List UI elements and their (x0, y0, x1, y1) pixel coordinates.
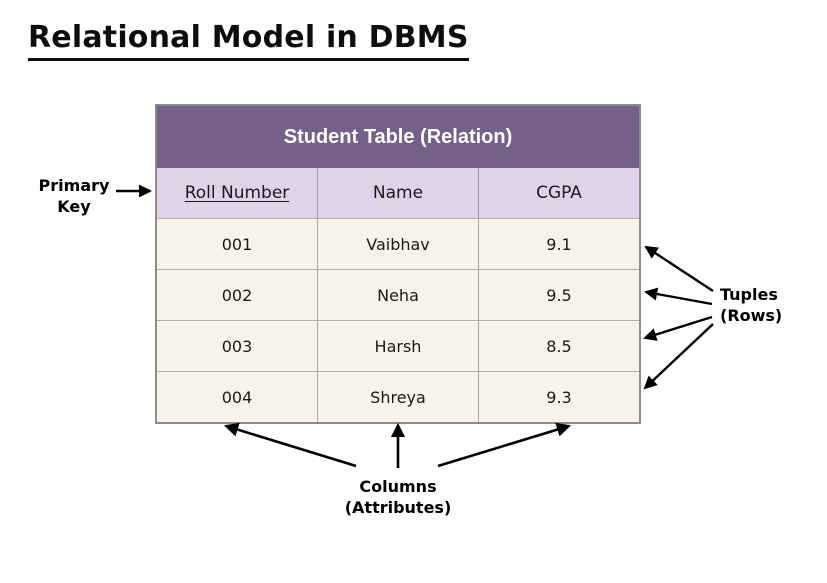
cell-name: Vaibhav (317, 219, 478, 269)
tuples-label: Tuples (Rows) (720, 284, 810, 326)
table-row: 003 Harsh 8.5 (157, 320, 639, 371)
cell-cgpa: 9.1 (478, 219, 639, 269)
tuples-label-line2: (Rows) (720, 306, 783, 325)
page-title: Relational Model in DBMS (28, 20, 469, 61)
cell-roll-number: 001 (221, 234, 253, 254)
primary-key-label-line1: Primary (38, 176, 110, 195)
table-title: Student Table (Relation) (157, 106, 639, 168)
columns-label-line1: Columns (359, 477, 437, 496)
student-table: Student Table (Relation) Roll Number Nam… (155, 104, 641, 424)
cell-name: Neha (317, 270, 478, 320)
table-row: 002 Neha 9.5 (157, 269, 639, 320)
column-header-roll-number: Roll Number (157, 168, 317, 218)
columns-label: Columns (Attributes) (322, 476, 474, 518)
table-row: 004 Shreya 9.3 (157, 371, 639, 422)
cell-cgpa: 8.5 (478, 321, 639, 371)
cell-cgpa: 9.5 (478, 270, 639, 320)
column-header-name: Name (317, 168, 478, 218)
column-header-cgpa: CGPA (478, 168, 639, 218)
tuple-arrow-row4 (643, 323, 714, 390)
cell-name: Harsh (317, 321, 478, 371)
primary-key-label-line2: Key (57, 197, 91, 216)
cell-roll-number: 003 (221, 336, 253, 356)
column-arrow-cgpa (437, 422, 572, 468)
primary-key-label: Primary Key (26, 175, 122, 217)
table-row: 001 Vaibhav 9.1 (157, 218, 639, 269)
tuple-arrow-row1 (644, 245, 714, 293)
tuples-label-line1: Tuples (720, 285, 778, 304)
cell-roll-number: 002 (221, 285, 253, 305)
column-arrow-roll-number (223, 422, 357, 468)
cell-cgpa: 9.3 (478, 372, 639, 422)
column-header-roll-number-label: Roll Number (184, 183, 290, 203)
cell-name: Shreya (317, 372, 478, 422)
columns-label-line2: (Attributes) (344, 498, 452, 517)
cell-roll-number: 004 (221, 387, 253, 407)
table-header-row: Roll Number Name CGPA (157, 168, 639, 218)
tuple-arrow-row2 (644, 287, 713, 306)
tuple-arrow-row3 (643, 315, 713, 341)
